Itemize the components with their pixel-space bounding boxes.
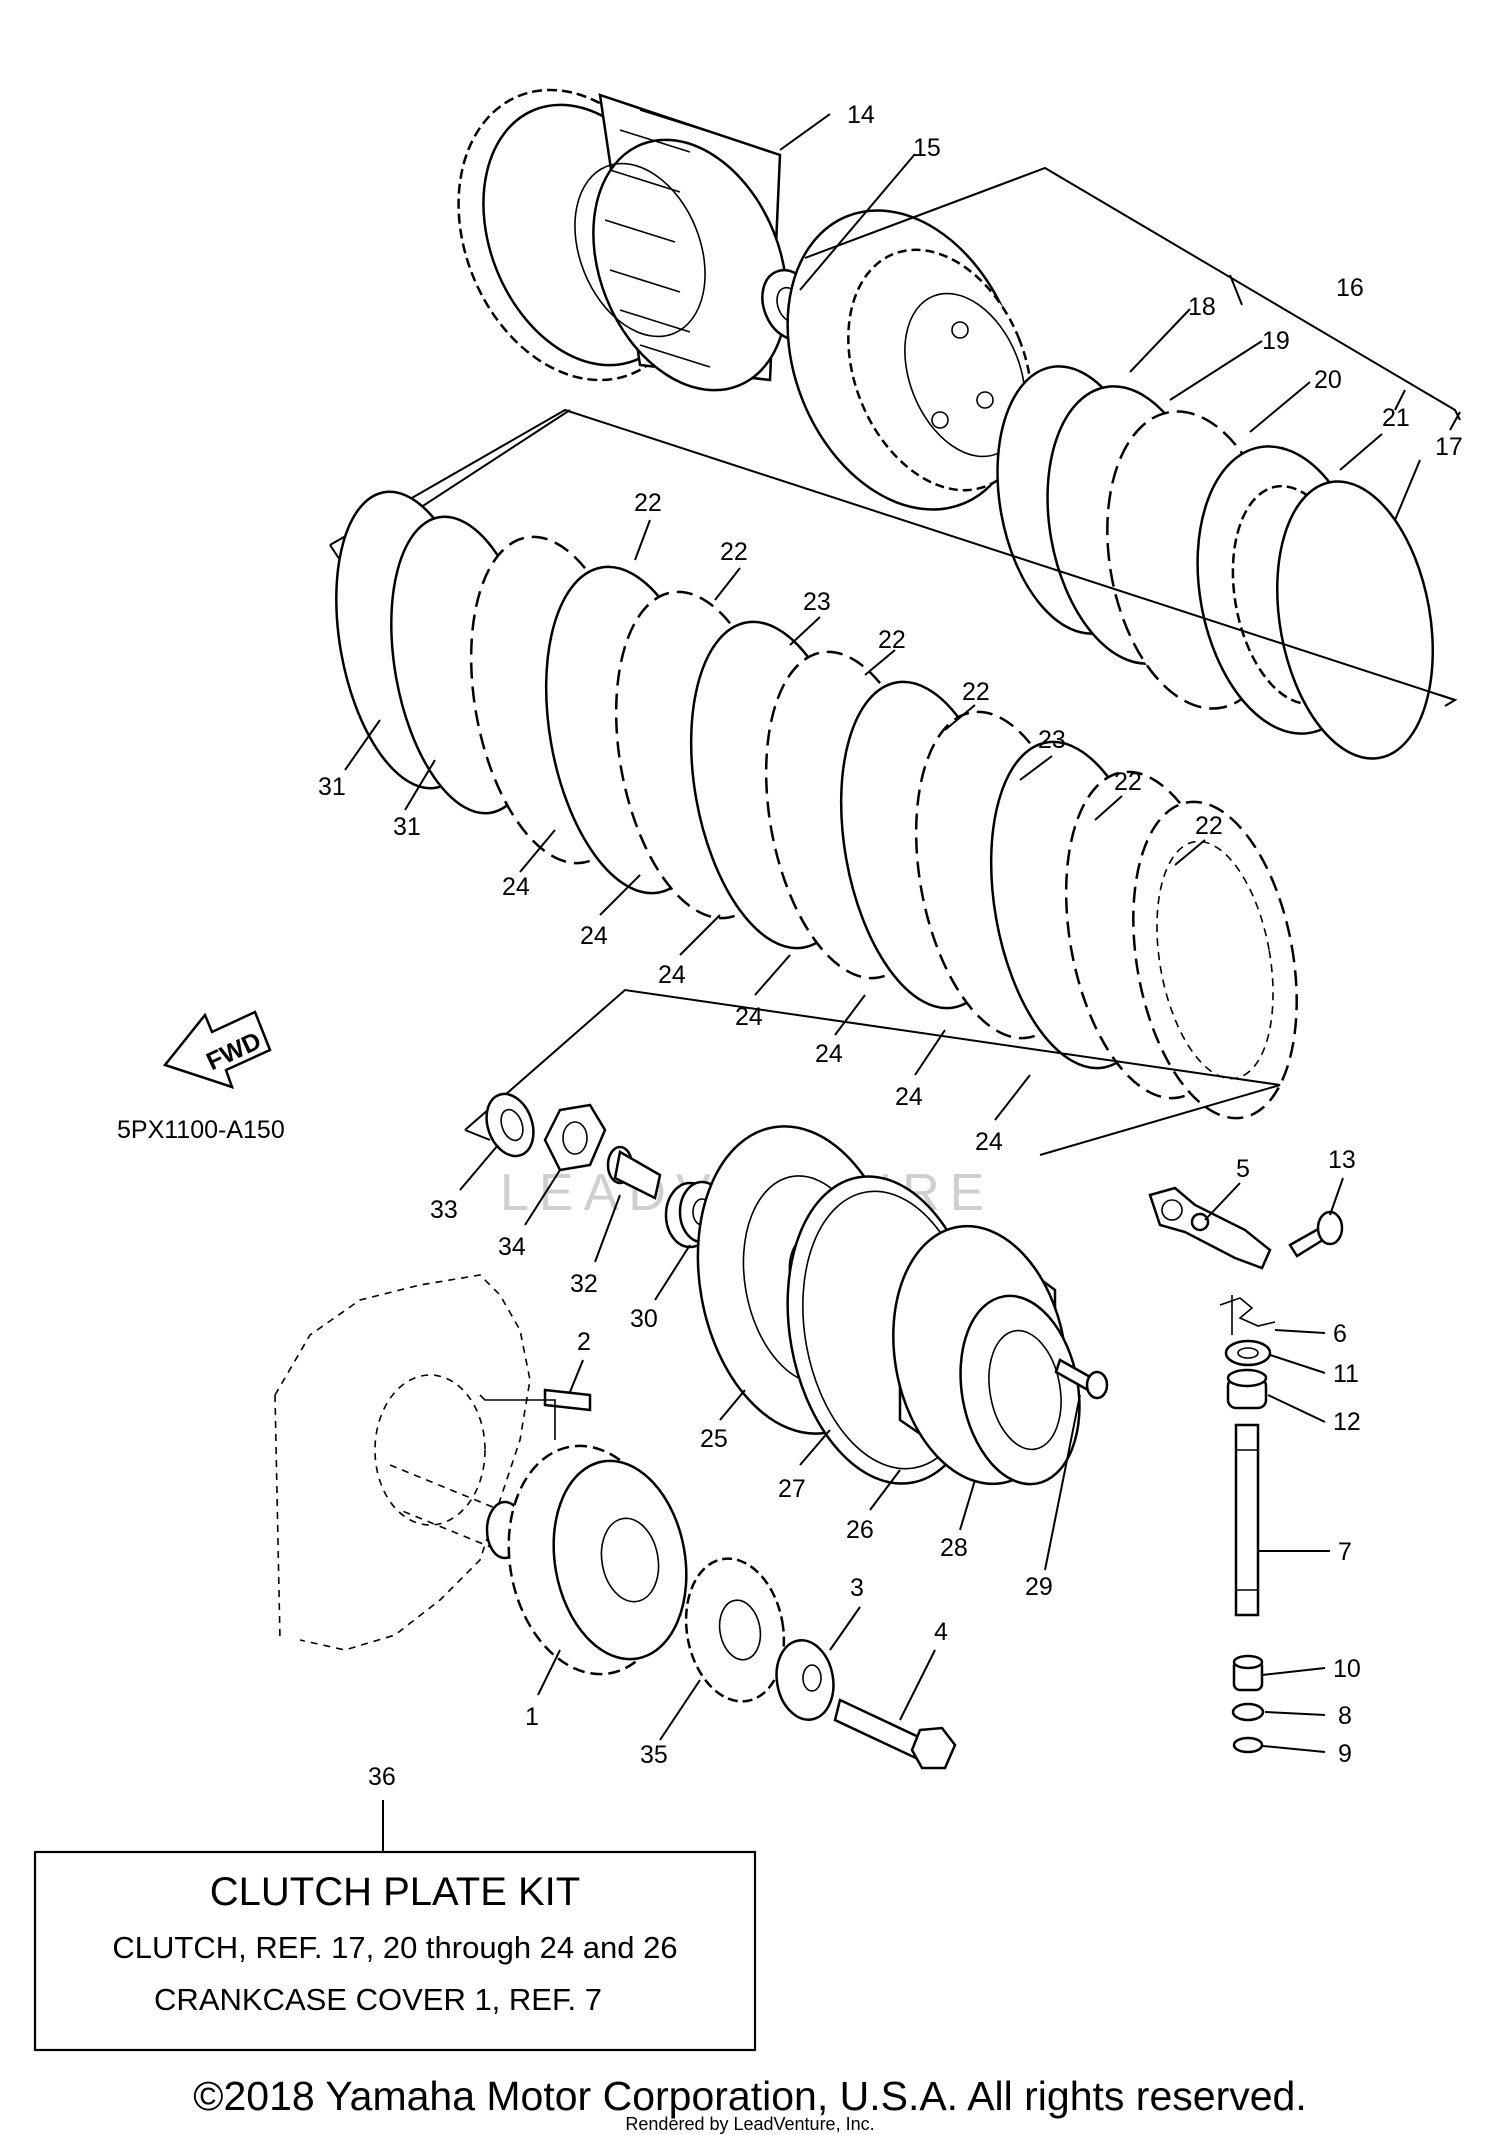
callout: 24	[658, 961, 686, 989]
fwd-arrow-icon: FWD	[162, 1010, 272, 1089]
diagram-code: 5PX1100-A150	[117, 1116, 285, 1144]
callout: 24	[580, 922, 608, 950]
bearing-12	[1226, 1368, 1268, 1410]
callout: 1	[525, 1703, 539, 1731]
callout: 4	[934, 1618, 948, 1646]
circlip-9	[1232, 1736, 1264, 1754]
oil-seal-11	[1224, 1339, 1272, 1367]
callout: 18	[1188, 293, 1216, 321]
clutch-boss	[786, 209, 1033, 511]
washer-8	[1231, 1702, 1265, 1722]
top-ring-set	[996, 365, 1435, 760]
push-lever-shaft-7	[1234, 1423, 1260, 1617]
screw-13	[1288, 1210, 1344, 1258]
callout: 19	[1262, 327, 1290, 355]
callout: 33	[430, 1196, 458, 1224]
callout: 12	[1333, 1408, 1361, 1436]
callout: 35	[640, 1741, 668, 1769]
callout: 14	[847, 101, 875, 129]
callout: 10	[1333, 1655, 1361, 1683]
primary-drive-gear-1	[507, 1444, 688, 1676]
lower-bracket	[464, 988, 1281, 1156]
bolt-29	[1054, 1358, 1109, 1400]
washer-3	[775, 1639, 835, 1721]
copyright-notice: ©2018 Yamaha Motor Corporation, U.S.A. A…	[193, 2073, 1306, 2119]
key-2	[479, 1388, 592, 1440]
kit-box-line1: CLUTCH, REF. 17, 20 through 24 and 26	[112, 1930, 677, 1965]
callout: 7	[1338, 1538, 1352, 1566]
callout: 34	[498, 1233, 526, 1261]
plate-stack	[335, 490, 1298, 1120]
callout: 2	[577, 1328, 591, 1356]
callout: 16	[1336, 274, 1364, 302]
callout: 30	[630, 1305, 658, 1333]
callout: 13	[1328, 1146, 1356, 1174]
clutch-plate-kit-box: CLUTCH PLATE KIT CLUTCH, REF. 17, 20 thr…	[33, 1850, 757, 2052]
callout: 24	[895, 1083, 923, 1111]
rendered-by-notice: Rendered by LeadVenture, Inc.	[625, 2114, 874, 2134]
callout: 15	[913, 134, 941, 162]
spring-6	[1219, 1295, 1276, 1335]
callout: 31	[318, 773, 346, 801]
callout: 32	[570, 1270, 598, 1298]
callout: 28	[940, 1534, 968, 1562]
lock-washer-33	[485, 1092, 535, 1158]
callout: 8	[1338, 1702, 1352, 1730]
callout: 22	[962, 678, 990, 706]
callout: 36	[368, 1763, 396, 1791]
callout: 20	[1314, 366, 1342, 394]
clutch-housing	[457, 88, 788, 392]
callout: 31	[393, 813, 421, 841]
callout: 22	[878, 626, 906, 654]
callout: 17	[1435, 433, 1463, 461]
callout: 24	[975, 1128, 1003, 1156]
callout: 29	[1025, 1573, 1053, 1601]
callout: 25	[700, 1425, 728, 1453]
callout: 24	[735, 1003, 763, 1031]
callout: 21	[1382, 404, 1410, 432]
cam-plate-35	[684, 1557, 786, 1703]
callout: 24	[502, 873, 530, 901]
callout: 9	[1338, 1740, 1352, 1768]
callout: 22	[720, 538, 748, 566]
kit-box-line2: CRANKCASE COVER 1, REF. 7	[154, 1982, 602, 2017]
callout: 3	[850, 1574, 864, 1602]
push-lever-5	[1148, 1186, 1272, 1270]
callouts: 14 15 16 18 19 20 21 17 22 22 23 22 22 2…	[318, 101, 1463, 1791]
callout: 11	[1333, 1360, 1359, 1388]
crankcase-outline	[274, 1274, 531, 1651]
callout: 23	[1038, 726, 1066, 754]
nut-34	[543, 1103, 607, 1172]
callout: 24	[815, 1040, 843, 1068]
bolt-4	[833, 1698, 957, 1770]
bearing-10	[1232, 1654, 1264, 1692]
callout: 26	[846, 1516, 874, 1544]
callout: 5	[1236, 1155, 1250, 1183]
callout: 6	[1333, 1320, 1347, 1348]
callout: 23	[803, 588, 831, 616]
callout: 22	[634, 489, 662, 517]
leader-lines	[344, 113, 1421, 1852]
callout: 27	[778, 1475, 806, 1503]
kit-box-title: CLUTCH PLATE KIT	[210, 1870, 580, 1914]
callout: 22	[1114, 768, 1142, 796]
callout: 22	[1195, 812, 1223, 840]
push-rod-32	[606, 1145, 662, 1200]
